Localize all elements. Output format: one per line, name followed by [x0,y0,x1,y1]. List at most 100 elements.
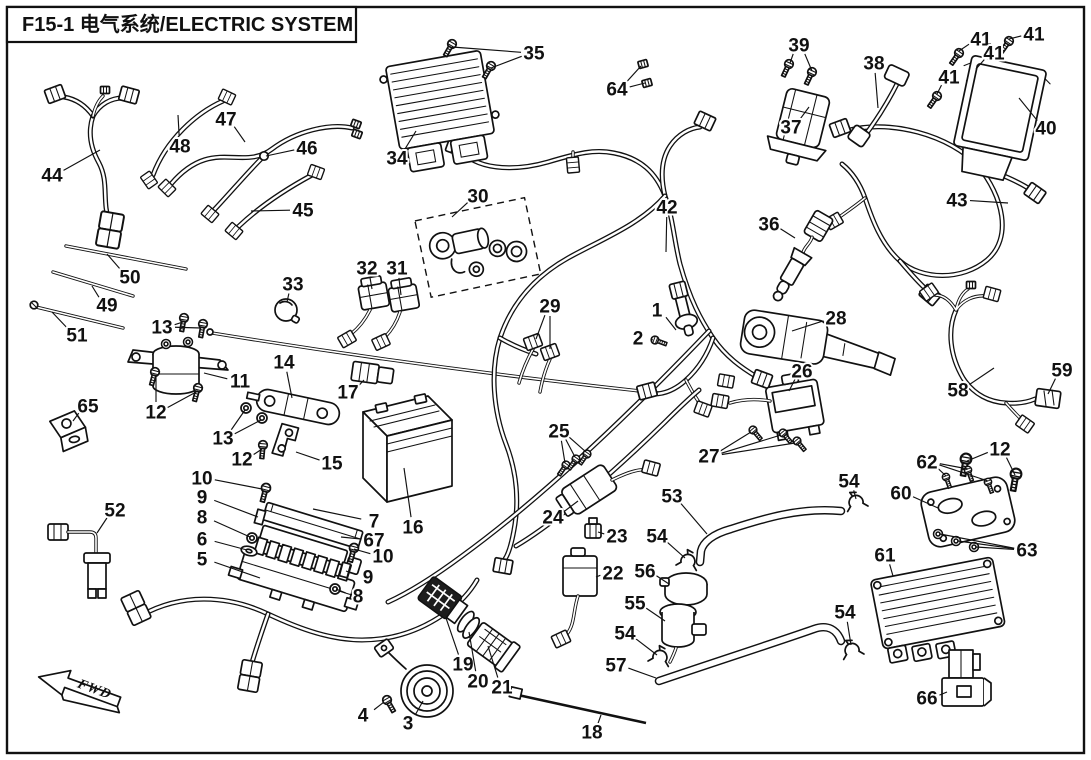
part-51-rod [29,300,125,330]
callout-2: 2 [633,329,644,350]
callout-67: 67 [363,531,384,552]
leader-line-7 [312,508,362,520]
callout-37: 37 [780,118,801,139]
callout-42: 42 [656,198,677,219]
callout-6: 6 [197,530,208,551]
leader-line-55 [645,607,666,622]
leader-line-24 [563,500,579,513]
leader-line-27 [719,431,752,452]
leader-line-42 [665,216,668,253]
part-66-connector [941,649,992,707]
leader-line-62 [937,467,947,477]
leader-line-44 [63,149,101,171]
callout-48: 48 [169,137,190,158]
leader-line-67 [340,536,362,540]
callout-26: 26 [791,362,812,383]
leader-line-14 [286,371,293,399]
part-1-speed-sensor [668,280,699,337]
callout-33: 33 [282,275,303,296]
leader-line-8 [335,588,346,594]
callout-52: 52 [104,501,125,522]
part-24-sensor [555,464,618,517]
leader-line-13 [174,321,184,326]
part-28-switch-assembly [739,309,896,377]
leader-line-54 [846,621,852,646]
part-throttle-cable [206,328,660,395]
leader-line-62 [939,463,969,470]
part-34-regulator [379,50,500,173]
callout-59: 59 [1051,361,1072,382]
leader-line-54 [666,541,686,559]
leader-line-63 [939,533,1015,549]
leader-line-25 [568,436,587,453]
leader-line-28 [791,320,824,332]
part-53-tube [695,506,846,567]
leader-line-4 [373,701,385,711]
callout-11: 11 [230,372,251,393]
part-16-battery [362,393,453,503]
callout-16: 16 [402,518,423,539]
callout-24: 24 [542,508,564,529]
callout-41: 41 [1023,25,1045,46]
callout-5: 5 [197,550,208,571]
callout-34: 34 [386,149,408,170]
leader-line-63 [975,546,1015,550]
part-57-tube [654,622,846,686]
callout-41: 41 [938,68,960,89]
leader-line-16 [403,467,412,518]
part-61-controller [870,556,1006,664]
leader-line-60 [912,496,939,509]
callout-35: 35 [523,44,545,65]
leader-line-23 [597,531,605,535]
leader-line-21 [487,645,499,678]
callout-32: 32 [356,259,377,280]
callout-23: 23 [606,527,627,548]
leader-line-31 [398,277,402,296]
part-44-front-harness [43,83,141,250]
leader-line-29 [535,315,546,340]
callout-9: 9 [363,568,374,589]
callout-25: 25 [548,422,570,443]
leader-line-9 [345,570,356,575]
part-59-connector [1034,387,1062,410]
leader-line-51 [51,311,68,329]
callout-40: 40 [1035,119,1056,140]
callout-56: 56 [634,562,655,583]
callout-47: 47 [215,110,236,131]
part-31-switch [387,277,421,313]
leader-line-1 [665,316,677,331]
leader-line-64 [625,65,642,83]
part-40-ecu [953,54,1051,182]
callout-41: 41 [970,30,992,51]
callout-8: 8 [197,508,208,529]
callout-17: 17 [337,383,358,404]
part-17-connector [350,360,395,385]
callout-21: 21 [491,678,513,699]
callout-45: 45 [292,201,314,222]
leader-line-25 [560,440,566,464]
leader-line-54 [853,490,857,500]
part-36-oxygen-sensor [772,209,834,302]
callout-38: 38 [863,54,884,75]
leader-line-53 [680,502,708,535]
part-23-connector [584,517,602,539]
callout-44: 44 [41,166,63,187]
leader-line-39 [804,53,813,72]
page-title: F15-1 电气系统/ELECTRIC SYSTEM [22,12,353,36]
leader-line-6 [214,540,248,551]
leader-line-40 [1018,97,1038,121]
callout-12: 12 [231,450,252,471]
leader-line-35 [490,55,522,69]
leader-line-52 [96,517,108,534]
callout-13: 13 [212,429,233,450]
leader-line-46 [265,149,295,157]
leader-line-36 [780,228,796,239]
leader-line-19 [445,617,460,655]
callout-30: 30 [467,187,488,208]
leader-line-49 [91,285,100,298]
part-11-starter-relay [127,336,229,395]
leader-line-39 [789,53,794,64]
part-14-bracket [245,388,341,426]
